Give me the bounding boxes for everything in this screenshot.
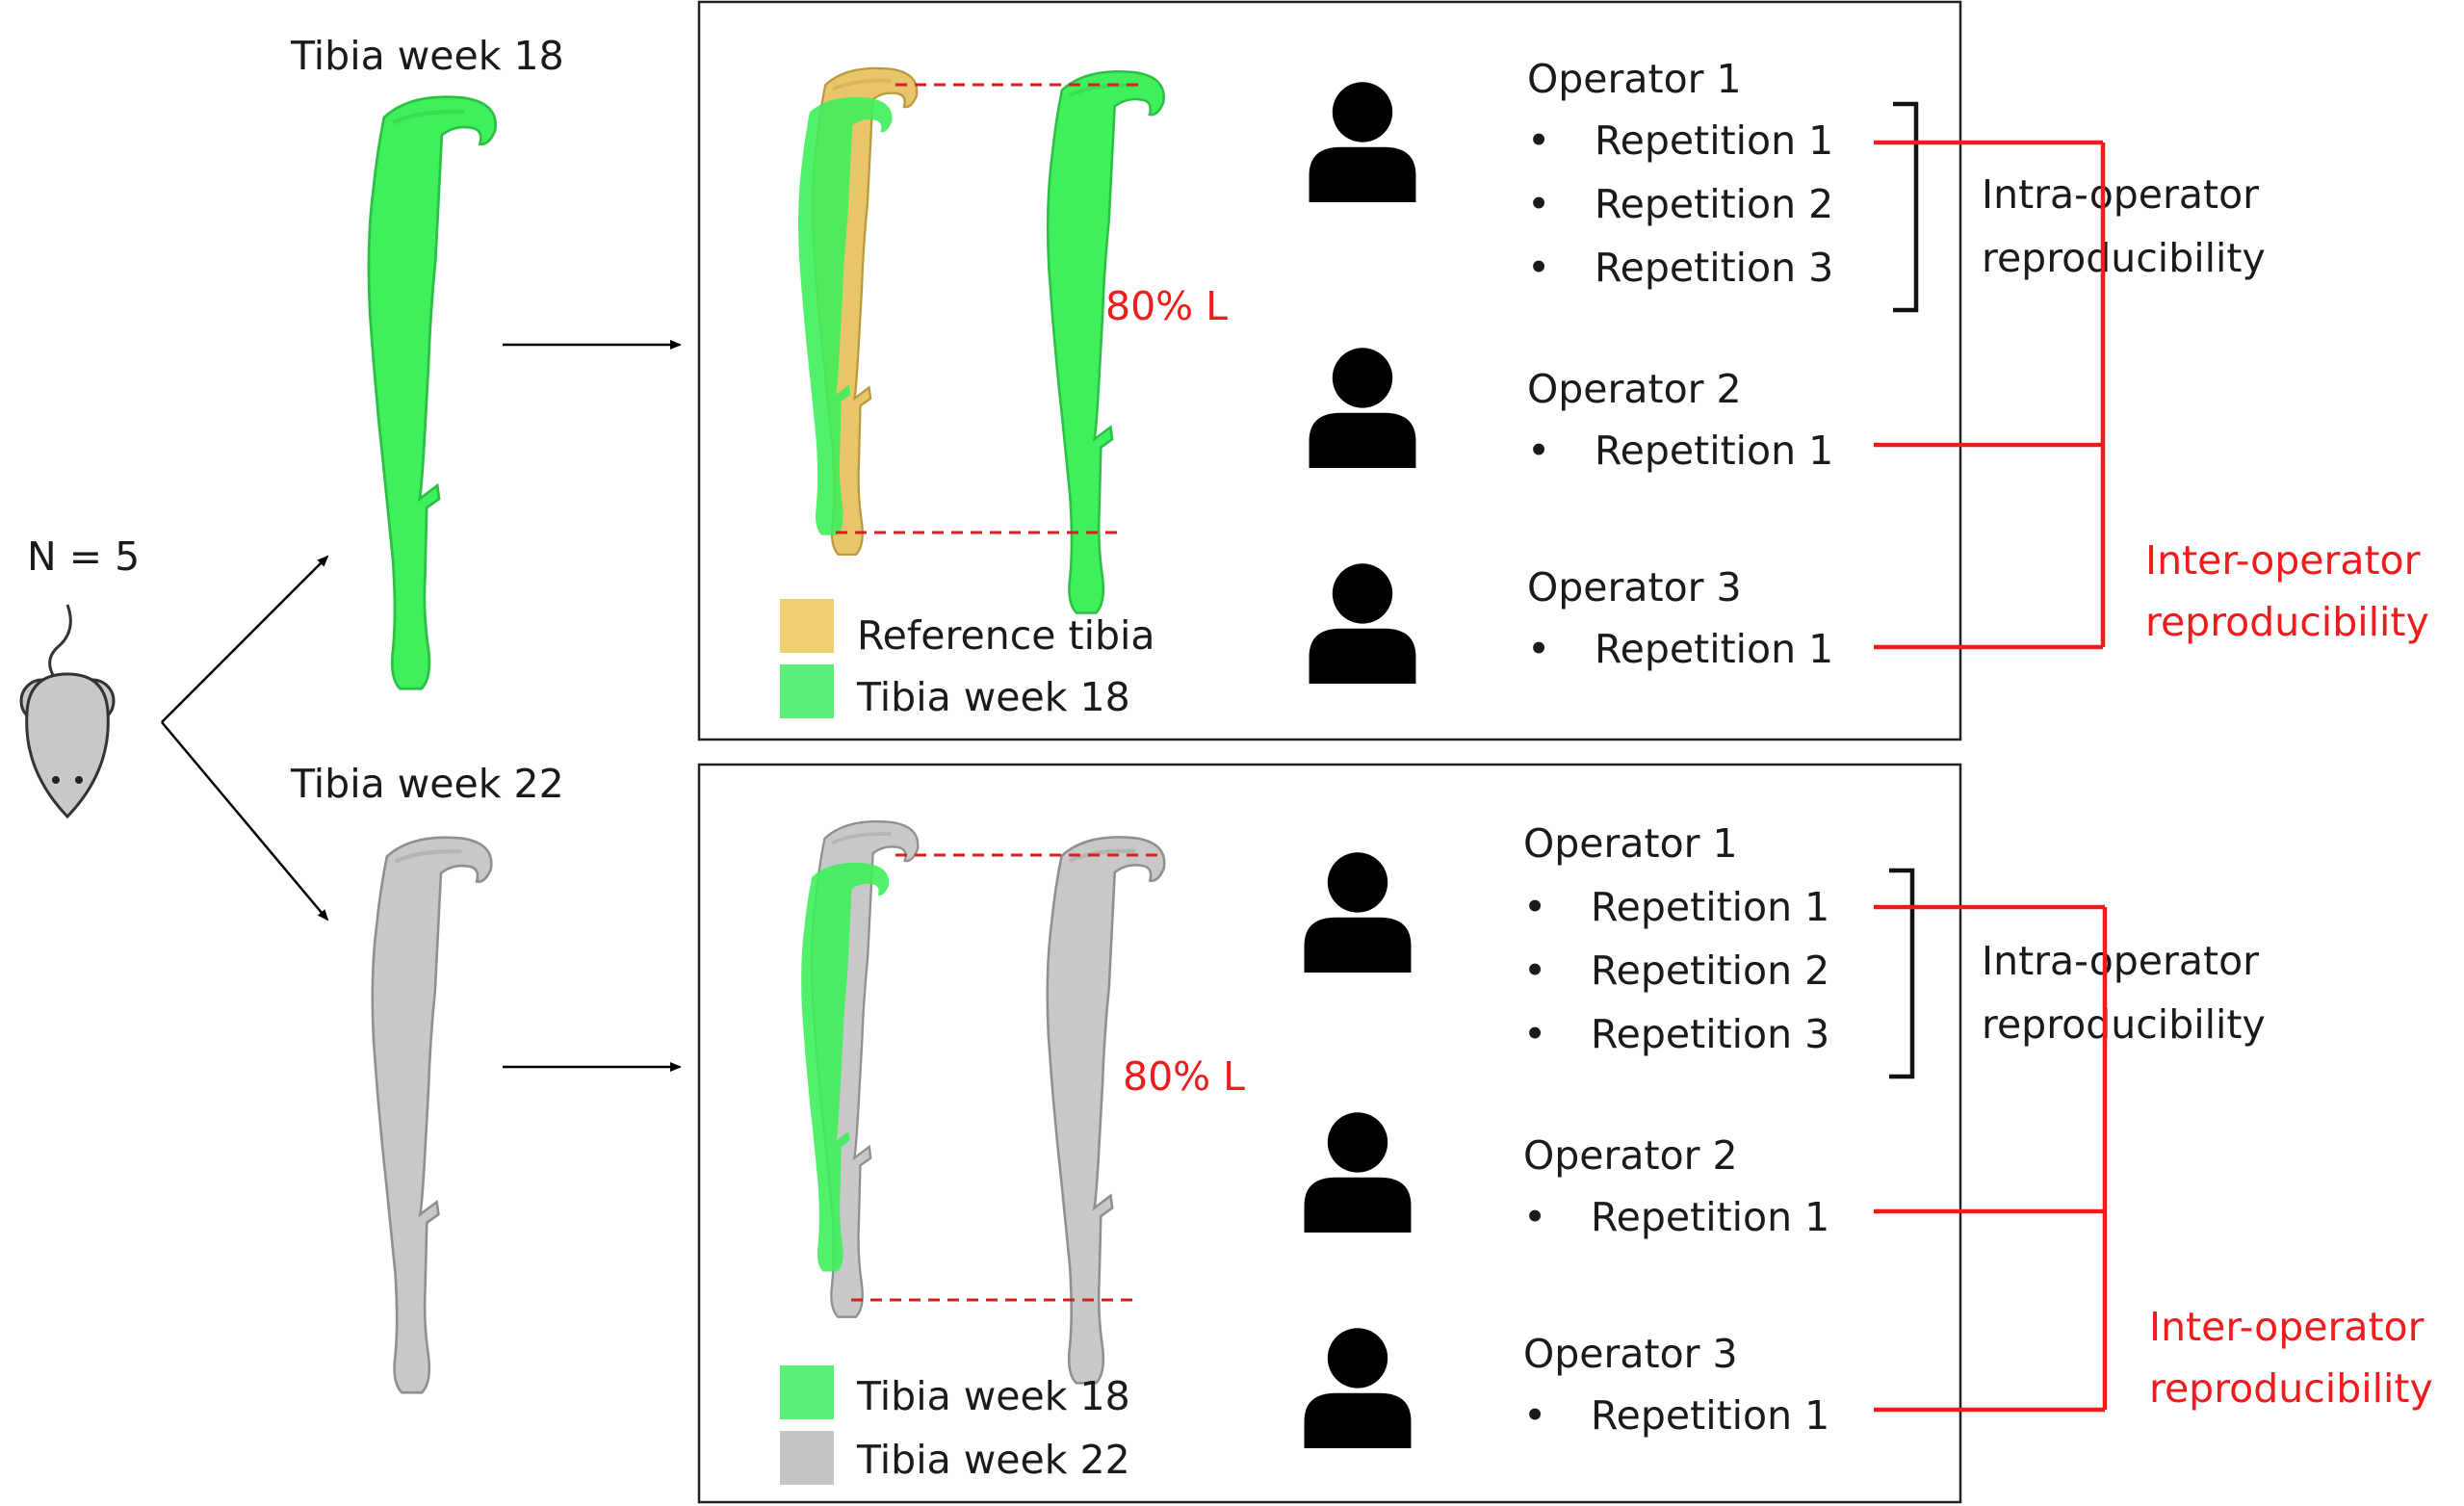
bullet: • bbox=[1527, 428, 1550, 474]
tibia-week18-left bbox=[369, 97, 496, 689]
bullet: • bbox=[1523, 1011, 1546, 1057]
intra-label-line2: reproducibility bbox=[1982, 235, 2266, 281]
panel-top: 80% L Reference tibia Tibia week 18 Oper… bbox=[697, 0, 1962, 741]
repetition-label: Repetition 1 bbox=[1595, 117, 1833, 164]
intra-label-line2: reproducibility bbox=[1982, 1001, 2266, 1048]
person-icon bbox=[1309, 82, 1416, 202]
sample-size-label: N = 5 bbox=[27, 533, 140, 580]
operator-1-name: Operator 1 bbox=[1527, 56, 1742, 102]
operator-2-name: Operator 2 bbox=[1527, 366, 1742, 412]
tibia-top-title: Tibia week 18 bbox=[290, 33, 564, 79]
repetition-label: Repetition 2 bbox=[1591, 948, 1829, 994]
intra-label-line1: Intra-operator bbox=[1982, 938, 2259, 984]
inter-connector bbox=[1874, 140, 2106, 650]
legend: Tibia week 18 Tibia week 22 bbox=[780, 1365, 1130, 1485]
repetition-label: Repetition 1 bbox=[1591, 1194, 1829, 1240]
legend-swatch-reference bbox=[780, 599, 834, 653]
repetition-label: Repetition 1 bbox=[1591, 1392, 1829, 1439]
intra-bracket bbox=[1893, 101, 1919, 313]
legend: Reference tibia Tibia week 18 bbox=[780, 599, 1155, 720]
inter-label-line1: Inter-operator bbox=[2149, 1304, 2425, 1350]
inter-label-line1: Inter-operator bbox=[2145, 537, 2421, 584]
bullet: • bbox=[1527, 181, 1550, 227]
legend-label-week18: Tibia week 18 bbox=[856, 1373, 1130, 1419]
operator-3-name: Operator 3 bbox=[1523, 1331, 1738, 1377]
legend-label-reference: Reference tibia bbox=[857, 612, 1155, 659]
legend-swatch-week18 bbox=[780, 1365, 834, 1419]
split-arrows bbox=[161, 555, 329, 922]
crop-lines bbox=[851, 853, 1161, 1302]
intra-label-line1: Intra-operator bbox=[1982, 171, 2259, 218]
person-icon bbox=[1304, 1328, 1412, 1448]
mouse-icon bbox=[19, 604, 116, 819]
tibia-week22-left bbox=[373, 838, 491, 1393]
bullet: • bbox=[1523, 1392, 1546, 1439]
person-icon bbox=[1309, 348, 1416, 468]
operator-2-name: Operator 2 bbox=[1523, 1132, 1738, 1179]
bullet: • bbox=[1527, 117, 1550, 164]
repetition-label: Repetition 1 bbox=[1591, 884, 1829, 930]
crop-lines bbox=[836, 83, 1144, 534]
repetition-label: Repetition 3 bbox=[1591, 1011, 1829, 1057]
tibia-overlay-week22 bbox=[801, 821, 918, 1317]
operator-3-name: Operator 3 bbox=[1527, 564, 1742, 610]
tibia-overlay-reference bbox=[798, 68, 917, 555]
inter-label-line2: reproducibility bbox=[2149, 1365, 2433, 1412]
length-label: 80% L bbox=[1123, 1053, 1245, 1100]
bullet: • bbox=[1527, 626, 1550, 672]
person-icon bbox=[1309, 563, 1416, 684]
bullet: • bbox=[1523, 884, 1546, 930]
bullet: • bbox=[1527, 245, 1550, 291]
legend-label-week18: Tibia week 18 bbox=[856, 674, 1130, 720]
repetition-label: Repetition 2 bbox=[1595, 181, 1833, 227]
legend-swatch-week22 bbox=[780, 1431, 834, 1485]
intra-bracket bbox=[1889, 868, 1915, 1079]
tibia-bottom-title: Tibia week 22 bbox=[290, 761, 564, 807]
inter-label-line2: reproducibility bbox=[2145, 599, 2429, 645]
operator-1-name: Operator 1 bbox=[1523, 820, 1738, 867]
bullet: • bbox=[1523, 948, 1546, 994]
person-icon bbox=[1304, 1112, 1412, 1233]
panel-bottom: 80% L Tibia week 18 Tibia week 22 Operat… bbox=[697, 763, 1962, 1504]
person-icon bbox=[1304, 852, 1412, 973]
bullet: • bbox=[1523, 1194, 1546, 1240]
panel-arrows bbox=[503, 340, 682, 1072]
inter-connector bbox=[1874, 904, 2108, 1413]
legend-label-week22: Tibia week 22 bbox=[856, 1437, 1130, 1483]
repetition-label: Repetition 3 bbox=[1595, 245, 1833, 291]
legend-swatch-week18 bbox=[780, 664, 834, 718]
repetition-label: Repetition 1 bbox=[1595, 626, 1833, 672]
length-label: 80% L bbox=[1105, 283, 1228, 329]
repetition-label: Repetition 1 bbox=[1595, 428, 1833, 474]
